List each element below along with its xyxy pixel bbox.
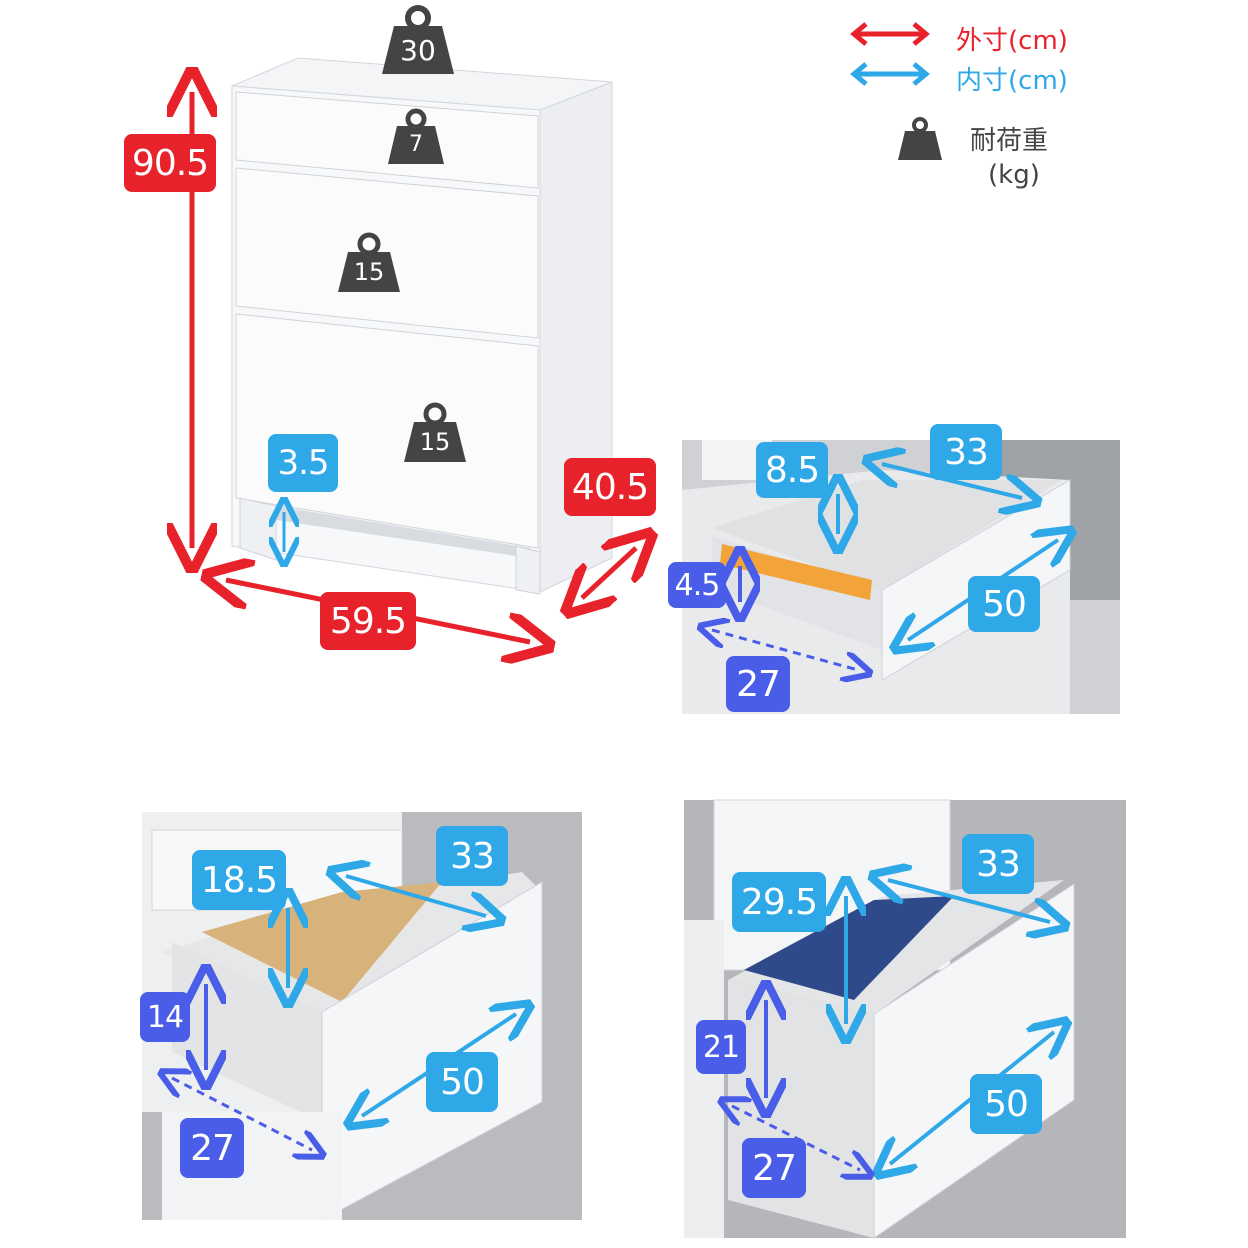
legend-load-label: 耐荷重 [970,126,1049,156]
top-drawer-rail-label: 27 [726,656,790,712]
bottom-drawer-arrows [684,800,1126,1238]
legend: 外寸(cm) 内寸(cm) 耐荷重 (kg) [840,10,1240,210]
top-drawer-height-label: 8.5 [756,442,828,498]
top-drawer-front-height-label: 4.5 [668,562,726,608]
weight-icon [338,232,400,292]
bottom-drawer-width-label: 33 [962,834,1034,894]
bottom-drawer-photo: 29.5 33 50 21 27 [684,799,1126,1239]
weight-icon [404,402,466,462]
weight-icon [382,5,454,74]
legend-inner-label: 内寸(cm) [956,66,1068,96]
top-drawer-photo: 8.5 33 50 4.5 27 [668,424,1120,714]
drawer1-load-label: 7 [409,132,423,157]
bottom-drawer-depth-label: 50 [970,1074,1042,1134]
outer-dimension-arrow-icon [850,22,930,46]
legend-outer-label: 外寸(cm) [956,26,1068,56]
weight-icon [898,117,942,160]
base-gap-label: 3.5 [268,434,338,492]
bottom-drawer-height-label: 29.5 [732,872,826,932]
top-load-label: 30 [400,34,436,67]
inner-dimension-arrow-icon [850,62,930,86]
top-drawer-depth-label: 50 [968,576,1040,632]
legend-load-unit: (kg) [988,160,1040,190]
middle-drawer-width-label: 33 [436,826,508,886]
bottom-drawer-rail-label: 27 [742,1138,806,1198]
bottom-drawer-front-height-label: 21 [696,1020,746,1074]
middle-drawer-front-height-label: 14 [140,992,190,1042]
middle-drawer-photo: 18.5 33 50 14 27 [140,812,582,1221]
cabinet-width-label: 59.5 [320,592,416,650]
weight-icon [388,108,444,164]
drawer2-load-label: 15 [353,258,385,286]
middle-drawer-rail-label: 27 [180,1118,244,1178]
cabinet-depth-label: 40.5 [564,458,656,516]
cabinet-illustration: 30 7 15 15 90.5 59.5 40.5 3.5 [0,0,700,700]
middle-drawer-depth-label: 50 [426,1052,498,1112]
drawer3-load-label: 15 [419,428,451,456]
cabinet-height-label: 90.5 [124,134,216,192]
middle-drawer-height-label: 18.5 [192,850,286,910]
top-drawer-width-label: 33 [930,424,1002,480]
